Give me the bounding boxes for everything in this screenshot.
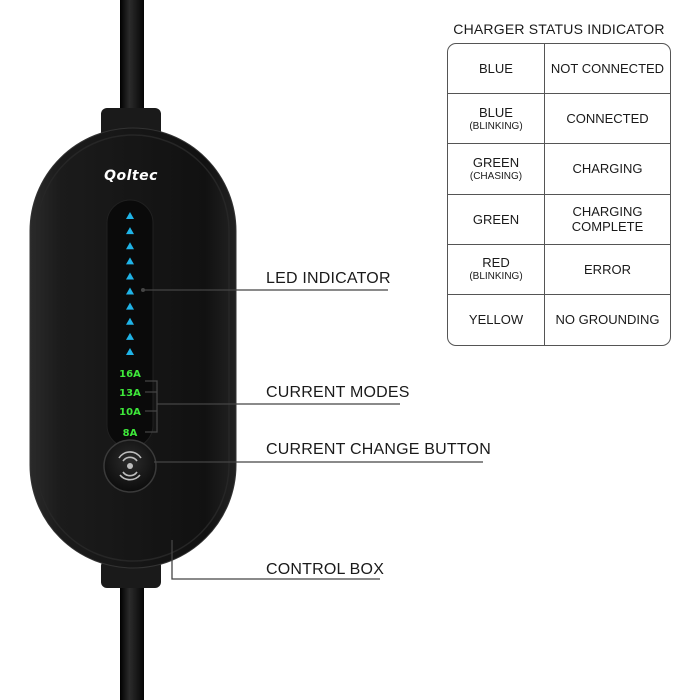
status-led-color: YELLOW — [468, 312, 524, 328]
status-led-cell: RED(BLINKING) — [448, 244, 545, 295]
top-cable — [120, 0, 144, 118]
callout-led-indicator: LED INDICATOR — [266, 270, 391, 287]
status-meaning: CHARGING — [572, 161, 643, 177]
led-arrow-icon — [126, 302, 134, 310]
status-led-cell: GREEN — [448, 194, 545, 245]
status-led-cell: BLUE — [448, 44, 545, 95]
callout-current-change-button: CURRENT CHANGE BUTTON — [266, 441, 491, 458]
status-table-title: CHARGER STATUS INDICATOR — [453, 21, 665, 37]
status-led-color: BLUE — [479, 104, 513, 120]
control-box-bevel — [36, 134, 230, 562]
led-arrow-icon — [126, 287, 134, 295]
touch-icon — [118, 451, 142, 481]
bottom-cable — [120, 580, 144, 700]
current-mode-label: 16A — [119, 369, 141, 380]
status-meaning: ERROR — [584, 261, 631, 277]
status-led-color: BLUE — [479, 61, 513, 77]
status-meaning: CONNECTED — [566, 111, 649, 127]
led-arrow-icon — [126, 257, 134, 265]
current-mode-label: 13A — [119, 388, 141, 399]
control-box-leader — [171, 540, 380, 580]
status-meaning: NOT CONNECTED — [550, 61, 665, 77]
led-arrow-icon — [126, 348, 134, 355]
current-change-button[interactable] — [103, 439, 157, 493]
led-arrow-icon — [126, 272, 134, 280]
status-led-color: GREEN — [472, 211, 520, 227]
led-arrow-icon — [126, 212, 134, 219]
status-led-cell: YELLOW — [448, 294, 545, 345]
status-led-cell: BLUE(BLINKING) — [448, 94, 545, 145]
current-modes-bracket — [145, 380, 400, 433]
status-meaning-line2: COMPLETE — [571, 219, 644, 235]
status-meaning-cell: CONNECTED — [545, 94, 670, 145]
status-led-color: GREEN — [472, 154, 520, 170]
led-arrow-icon — [126, 332, 134, 340]
status-led-mode: (BLINKING) — [469, 271, 523, 283]
status-meaning: CHARGING — [572, 204, 643, 220]
status-meaning-cell: CHARGING — [545, 144, 670, 195]
status-led-mode: (CHASING) — [469, 170, 523, 182]
status-meaning: NO GROUNDING — [555, 312, 660, 328]
current-mode-label: 10A — [119, 407, 141, 418]
led-arrow-icon — [126, 242, 134, 250]
led-arrows — [126, 212, 134, 355]
status-meaning-cell: NO GROUNDING — [545, 295, 670, 345]
led-arrow-icon — [126, 317, 134, 325]
callout-current-modes: CURRENT MODES — [266, 384, 410, 401]
status-led-mode: (BLINKING) — [469, 120, 523, 132]
current-mode-label: 8A — [123, 428, 138, 439]
led-leader-dot — [141, 288, 145, 292]
status-led-cell: GREEN(CHASING) — [448, 144, 545, 195]
callout-control-box: CONTROL BOX — [266, 561, 385, 578]
current-mode-labels: 16A 13A 10A 8A — [119, 369, 141, 439]
brand-logo: Qoltec — [104, 168, 158, 184]
status-meaning-cell: NOT CONNECTED — [545, 44, 670, 95]
status-meaning-cell: ERROR — [545, 245, 670, 295]
led-arrow-icon — [126, 227, 134, 235]
status-led-color: RED — [482, 255, 510, 271]
